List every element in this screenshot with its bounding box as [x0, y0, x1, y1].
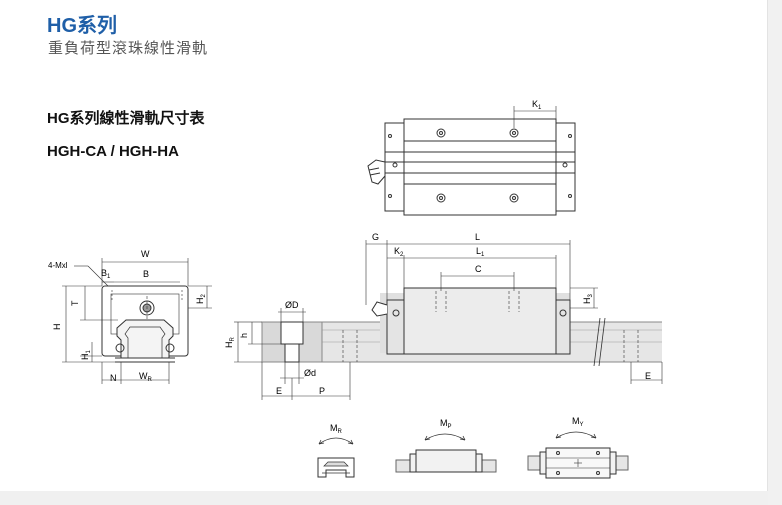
dim-n: N	[110, 373, 117, 383]
dim-h-small: h	[239, 333, 249, 338]
dim-h1: H1	[80, 350, 92, 361]
dim-g: G	[372, 232, 379, 242]
label-mp: MP	[440, 418, 452, 430]
side-view	[234, 240, 663, 400]
dim-od: ØD	[285, 300, 299, 310]
moment-mr-icon	[317, 437, 355, 478]
label-mr: MR	[330, 423, 343, 435]
dim-p: P	[319, 386, 325, 396]
front-view	[62, 258, 212, 384]
dim-h: H	[52, 324, 62, 331]
dim-l: L	[475, 232, 480, 242]
dim-h2: H2	[195, 294, 207, 305]
page-subtitle: 重負荷型滾珠線性滑軌	[48, 40, 209, 57]
dim-l1: L1	[476, 246, 485, 258]
dim-c: C	[475, 264, 482, 274]
dim-hr: HR	[224, 337, 236, 349]
dim-w: W	[141, 249, 150, 259]
top-view	[367, 106, 576, 216]
dim-k2: K2	[394, 246, 404, 258]
page-scrollbar[interactable]	[767, 0, 782, 505]
dimension-table-title: HG系列線性滑軌尺寸表	[47, 110, 205, 127]
dim-od-small: Ød	[304, 368, 316, 378]
label-my: MY	[572, 416, 584, 428]
dim-h3: H3	[582, 294, 594, 305]
footer-band	[0, 491, 768, 505]
dim-k1: K1	[532, 99, 542, 111]
page-title: HG系列	[47, 15, 117, 37]
model-name: HGH-CA / HGH-HA	[47, 143, 179, 160]
dim-e-left: E	[276, 386, 282, 396]
dim-b1: B1	[101, 268, 111, 280]
dim-e-right: E	[645, 371, 651, 381]
moment-mp-icon	[395, 433, 497, 473]
moment-my-icon	[527, 431, 629, 479]
dim-wr: WR	[139, 371, 153, 383]
dim-b: B	[143, 269, 149, 279]
dim-4-mxl: 4-Mxl	[48, 261, 68, 270]
dim-t: T	[70, 300, 80, 306]
